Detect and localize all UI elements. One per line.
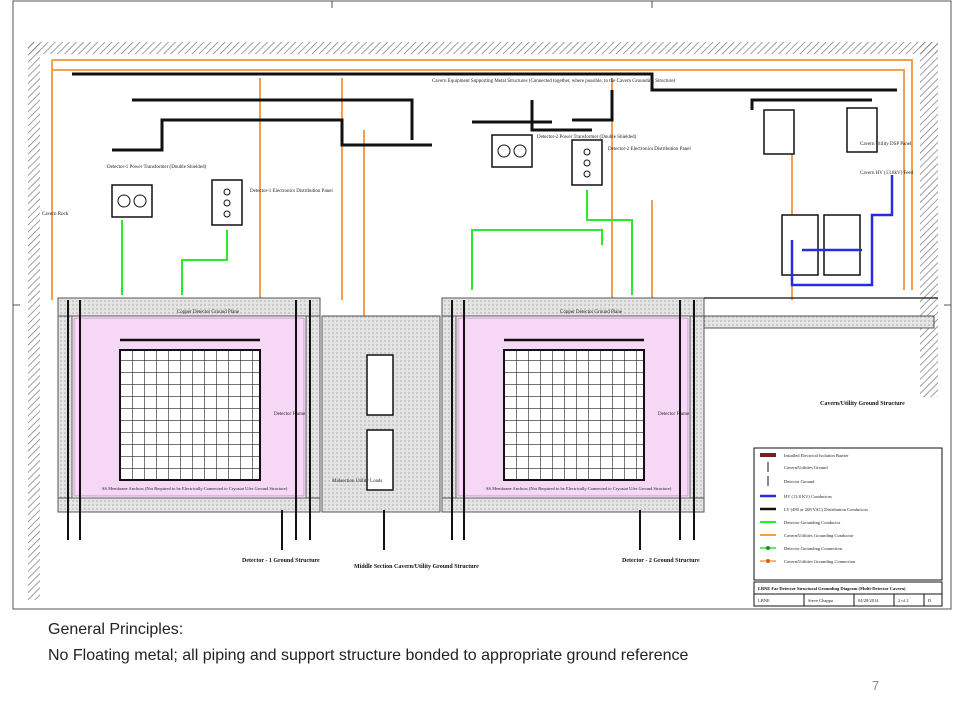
cavern-power-label: Cavern Utility DSP Panel	[860, 142, 912, 147]
middle-section: Midsection Utility Loads	[321, 315, 441, 513]
detector-frame-1-label: Detector Frame	[274, 412, 306, 417]
detector-grounding-conductors	[121, 190, 633, 295]
legend-item-7: Cavern/Utilities Grounding Conductor	[784, 533, 854, 538]
ground-rods	[67, 300, 695, 550]
legend: Installed Electrical Isolation Barrier C…	[753, 447, 943, 581]
detector-1-frame	[119, 349, 261, 481]
title-block: LBNE Far Detector Structural Grounding D…	[753, 581, 943, 607]
title-block-sheet: 2 of 2	[898, 598, 909, 603]
legend-item-9: Cavern/Utilities Grounding Connection	[784, 559, 856, 564]
title-block-date: 04/28/2014	[858, 598, 879, 603]
cavern-rock-hatch	[28, 42, 938, 600]
midsection-loads-label: Midsection Utility Loads	[332, 479, 382, 484]
cavern-utility-ground-label: Cavern/Utility Ground Structure	[820, 401, 905, 407]
legend-item-8: Detector Grounding Connection	[784, 546, 843, 551]
title-block-title: LBNE Far Detector Structural Grounding D…	[758, 586, 906, 591]
legend-item-3: Detector Ground	[784, 479, 815, 484]
legend-item-5: LV (480 or 208 VAC) Distribution Conduct…	[784, 507, 868, 512]
page-number: 7	[872, 678, 880, 693]
grounding-diagram-svg: Detector-1 Power Transformer (Double Shi…	[12, 0, 952, 610]
legend-item-2: Cavern/Utilities Ground	[784, 465, 828, 470]
grounding-diagram: Detector-1 Power Transformer (Double Shi…	[12, 0, 952, 612]
copper-plane-2-label: Copper Detector Ground Plane	[560, 310, 623, 315]
legend-item-4: HV (13.8 KV) Conductors	[784, 494, 832, 499]
det1-transformer-label: Detector-1 Power Transformer (Double Shi…	[107, 165, 207, 170]
det1-ground-label: Detector - 1 Ground Structure	[242, 558, 320, 564]
hv-conductor	[790, 175, 894, 287]
det2-ground-label: Detector - 2 Ground Structure	[622, 558, 700, 564]
detector-2-cryostat: Copper Detector Ground Plane SS Membrane…	[441, 297, 705, 513]
cavern-rock-label: Cavern Rock	[42, 212, 69, 217]
detector-frame-2-label: Detector Frame	[658, 412, 690, 417]
ss-membrane-2-label: SS Membrane Anchors (Not Required to be …	[486, 486, 672, 491]
copper-plane-1-label: Copper Detector Ground Plane	[177, 310, 240, 315]
title-block-author: Steve Chappa	[808, 598, 833, 603]
legend-item-1: Installed Electrical Isolation Barrier	[784, 453, 849, 458]
detector-1-cryostat: Copper Detector Ground Plane SS Membrane…	[57, 297, 321, 513]
det1-panel-label: Detector-1 Electronics Distribution Pane…	[250, 189, 333, 194]
legend-item-6: Detector Grounding Conductor	[784, 520, 841, 525]
detector-2-frame	[503, 349, 645, 481]
caption-heading: General Principles:	[48, 621, 184, 638]
cavern-hv-label: Cavern HV (13.8kV) Feed	[860, 171, 914, 176]
cavern-utility-panels: Cavern Utility DSP Panel Cavern HV (13.8…	[763, 107, 914, 287]
title-block-rev: D	[928, 598, 932, 603]
det2-transformer-group: Detector-2 Power Transformer (Double Shi…	[491, 134, 691, 186]
cavern-floor: Cavern/Utility Ground Structure	[703, 297, 938, 407]
det2-transformer-label: Detector-2 Power Transformer (Double Shi…	[537, 135, 637, 140]
det1-transformer-group: Detector-1 Power Transformer (Double Shi…	[107, 165, 333, 226]
det1-panel	[211, 179, 243, 226]
ss-membrane-1-label: SS Membrane Anchors (Not Required to be …	[102, 486, 288, 491]
caption-principle: No Floating metal; all piping and suppor…	[48, 647, 689, 664]
middle-ground-label: Middle Section Cavern/Utility Ground Str…	[354, 564, 479, 570]
title-block-org: LBNE	[758, 598, 770, 603]
det2-panel-label: Detector-2 Electronics Distribution Pane…	[608, 147, 691, 152]
lv-conductors	[72, 72, 897, 152]
cavern-equipment-label: Cavern Equipment Supporting Metal Struct…	[432, 79, 676, 84]
det2-panel	[571, 139, 603, 186]
